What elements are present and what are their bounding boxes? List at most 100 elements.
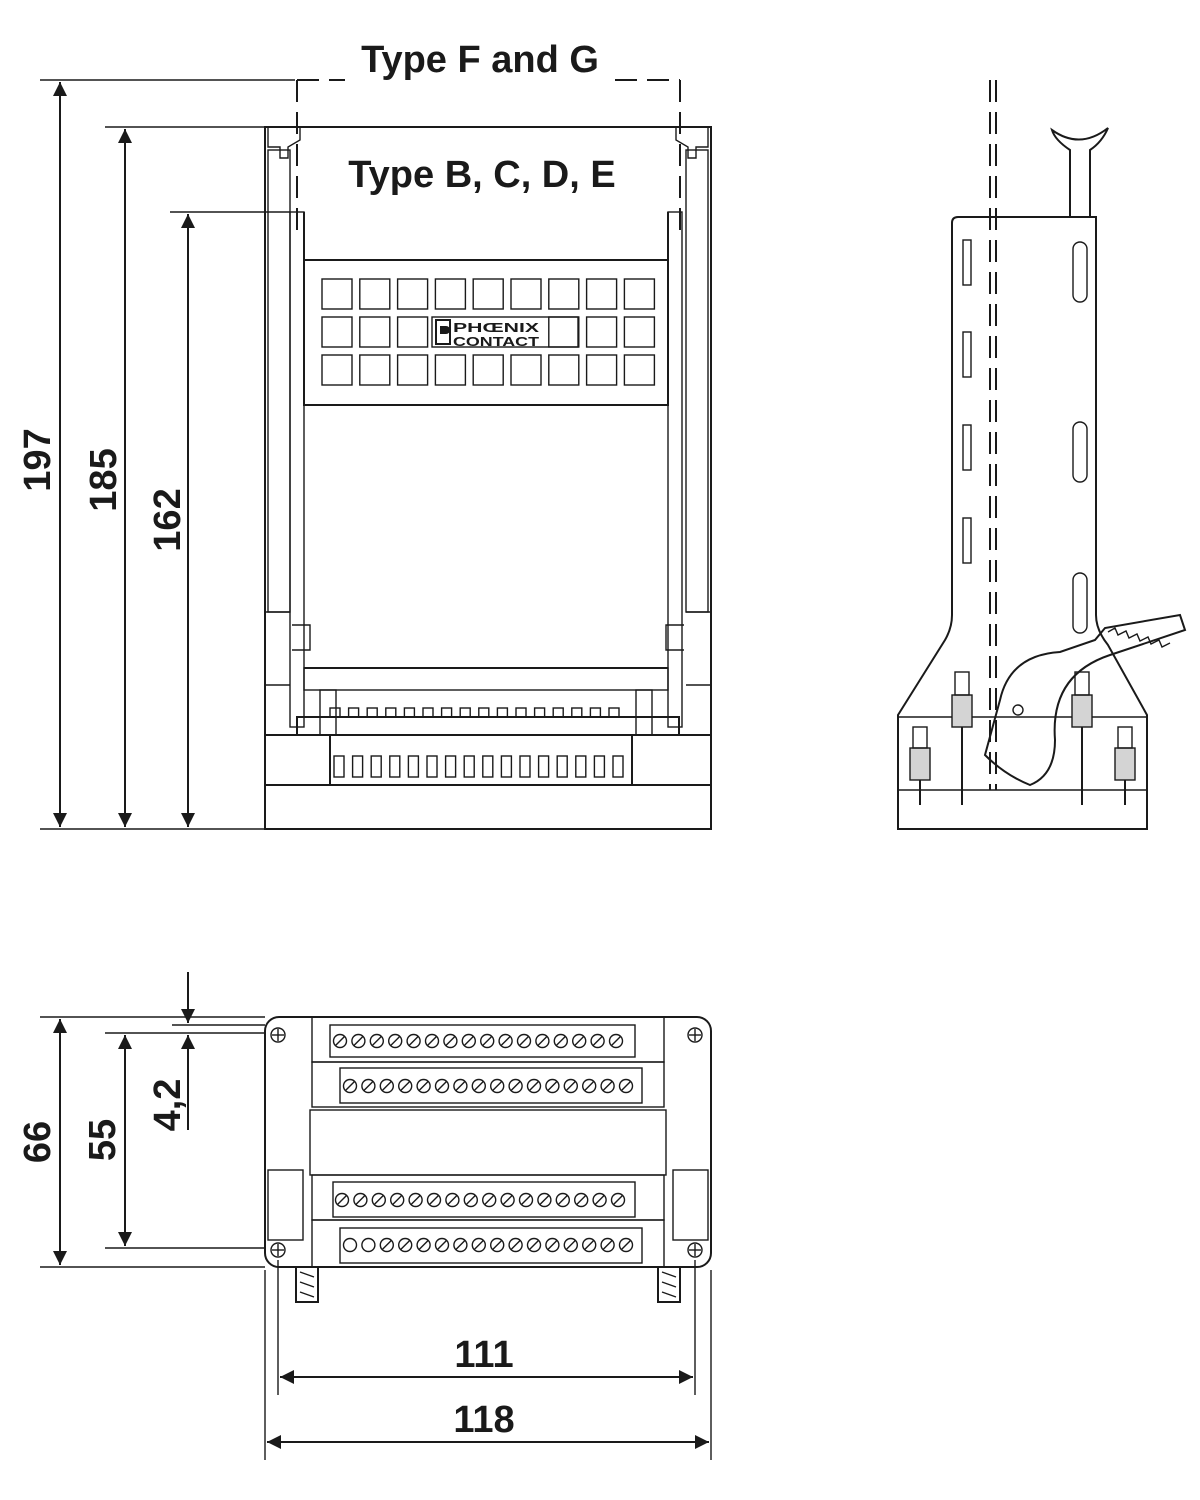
dim-185-label: 185 — [83, 448, 125, 511]
marker-cell — [359, 278, 391, 310]
screw — [416, 1237, 431, 1253]
screw-slot — [576, 1195, 587, 1205]
marker-cell — [321, 316, 353, 348]
screw-slot — [519, 1036, 529, 1046]
dim-197-label: 197 — [17, 428, 59, 491]
upper-pin — [440, 707, 453, 718]
screw-slot — [381, 1240, 392, 1250]
screw — [508, 1078, 523, 1094]
screw — [379, 1237, 394, 1253]
marker-cell — [396, 354, 429, 386]
lower-pin — [407, 755, 420, 778]
screw-slot — [510, 1081, 521, 1091]
screw — [592, 1192, 607, 1208]
upper-pin — [459, 707, 471, 718]
screw-slot — [565, 1240, 576, 1250]
screw — [555, 1192, 570, 1208]
screw-slot — [455, 1081, 466, 1091]
marker-cell — [321, 354, 353, 386]
screw-slot — [390, 1036, 401, 1046]
screw-slot — [445, 1036, 456, 1046]
screw — [390, 1192, 405, 1208]
screw — [398, 1078, 413, 1094]
lower-pin — [575, 755, 587, 778]
screw-slot — [584, 1081, 595, 1091]
lower-pin — [519, 755, 531, 778]
screw-slot — [482, 1036, 493, 1046]
screw — [574, 1192, 589, 1208]
screw — [582, 1237, 597, 1253]
screw-slot — [410, 1195, 421, 1205]
brand-logo: PHŒNIX CONTACT — [435, 319, 540, 349]
marker-cell — [623, 354, 656, 386]
dim-197: 197 — [17, 79, 295, 830]
marker-cell — [510, 278, 542, 310]
screw-slot — [355, 1195, 366, 1205]
screw — [463, 1192, 478, 1208]
screw — [379, 1078, 394, 1094]
screw — [408, 1192, 423, 1208]
screw-slot — [484, 1195, 495, 1205]
screw — [453, 1078, 468, 1094]
marker-cell — [434, 278, 467, 310]
screw — [610, 1192, 626, 1208]
screw — [351, 1033, 366, 1049]
lower-pin — [612, 755, 624, 778]
screw — [332, 1033, 348, 1049]
side-terminals — [909, 671, 1136, 805]
screw-slot — [400, 1081, 411, 1091]
side-view — [897, 80, 1187, 830]
lower-pin — [444, 755, 457, 778]
upper-pin — [608, 707, 620, 718]
screw — [526, 1237, 542, 1253]
screw-slot — [345, 1081, 355, 1091]
screw — [535, 1033, 550, 1049]
screw — [600, 1078, 615, 1094]
screw — [618, 1237, 634, 1253]
screw — [500, 1192, 515, 1208]
screw — [416, 1078, 431, 1094]
upper-pin — [385, 707, 397, 718]
screw-slot — [502, 1195, 513, 1205]
marker-cell — [472, 354, 504, 386]
screw-slot — [473, 1081, 484, 1091]
screw-slot — [537, 1036, 548, 1046]
marker-cell — [510, 354, 542, 386]
screw-slot — [392, 1195, 403, 1205]
screw-slot — [529, 1081, 539, 1091]
screw — [443, 1033, 458, 1049]
screw-slot — [373, 1195, 384, 1205]
lower-terminal-pins — [333, 755, 624, 778]
marker-cell — [321, 278, 353, 310]
logo-cell — [431, 316, 579, 348]
marker-cell — [548, 354, 580, 386]
screw — [490, 1078, 505, 1094]
top-view — [264, 1016, 712, 1303]
screw — [453, 1237, 468, 1253]
screw-slot — [500, 1036, 511, 1046]
screw-slot — [613, 1195, 623, 1205]
screw-slot — [418, 1081, 429, 1091]
dim-55-label: 55 — [82, 1119, 124, 1161]
screw — [371, 1192, 386, 1208]
screw — [426, 1192, 442, 1208]
lower-pin — [593, 755, 606, 778]
screw — [572, 1033, 587, 1049]
marker-cell — [472, 278, 504, 310]
screw-slot — [557, 1195, 568, 1205]
screw-slot — [427, 1036, 437, 1046]
upper-pin — [533, 707, 546, 718]
screw — [608, 1033, 624, 1049]
screw — [342, 1237, 358, 1253]
screw-slot — [602, 1081, 613, 1091]
screw-slot — [465, 1195, 476, 1205]
screw-slot — [473, 1240, 484, 1250]
screw — [537, 1192, 552, 1208]
type-bcde-label: Type B, C, D, E — [348, 154, 615, 196]
screw-slot — [353, 1036, 364, 1046]
screw-slot — [447, 1195, 458, 1205]
screw-slot — [437, 1081, 447, 1091]
screw-slot — [400, 1240, 411, 1250]
dim-118: 118 — [264, 1270, 712, 1460]
